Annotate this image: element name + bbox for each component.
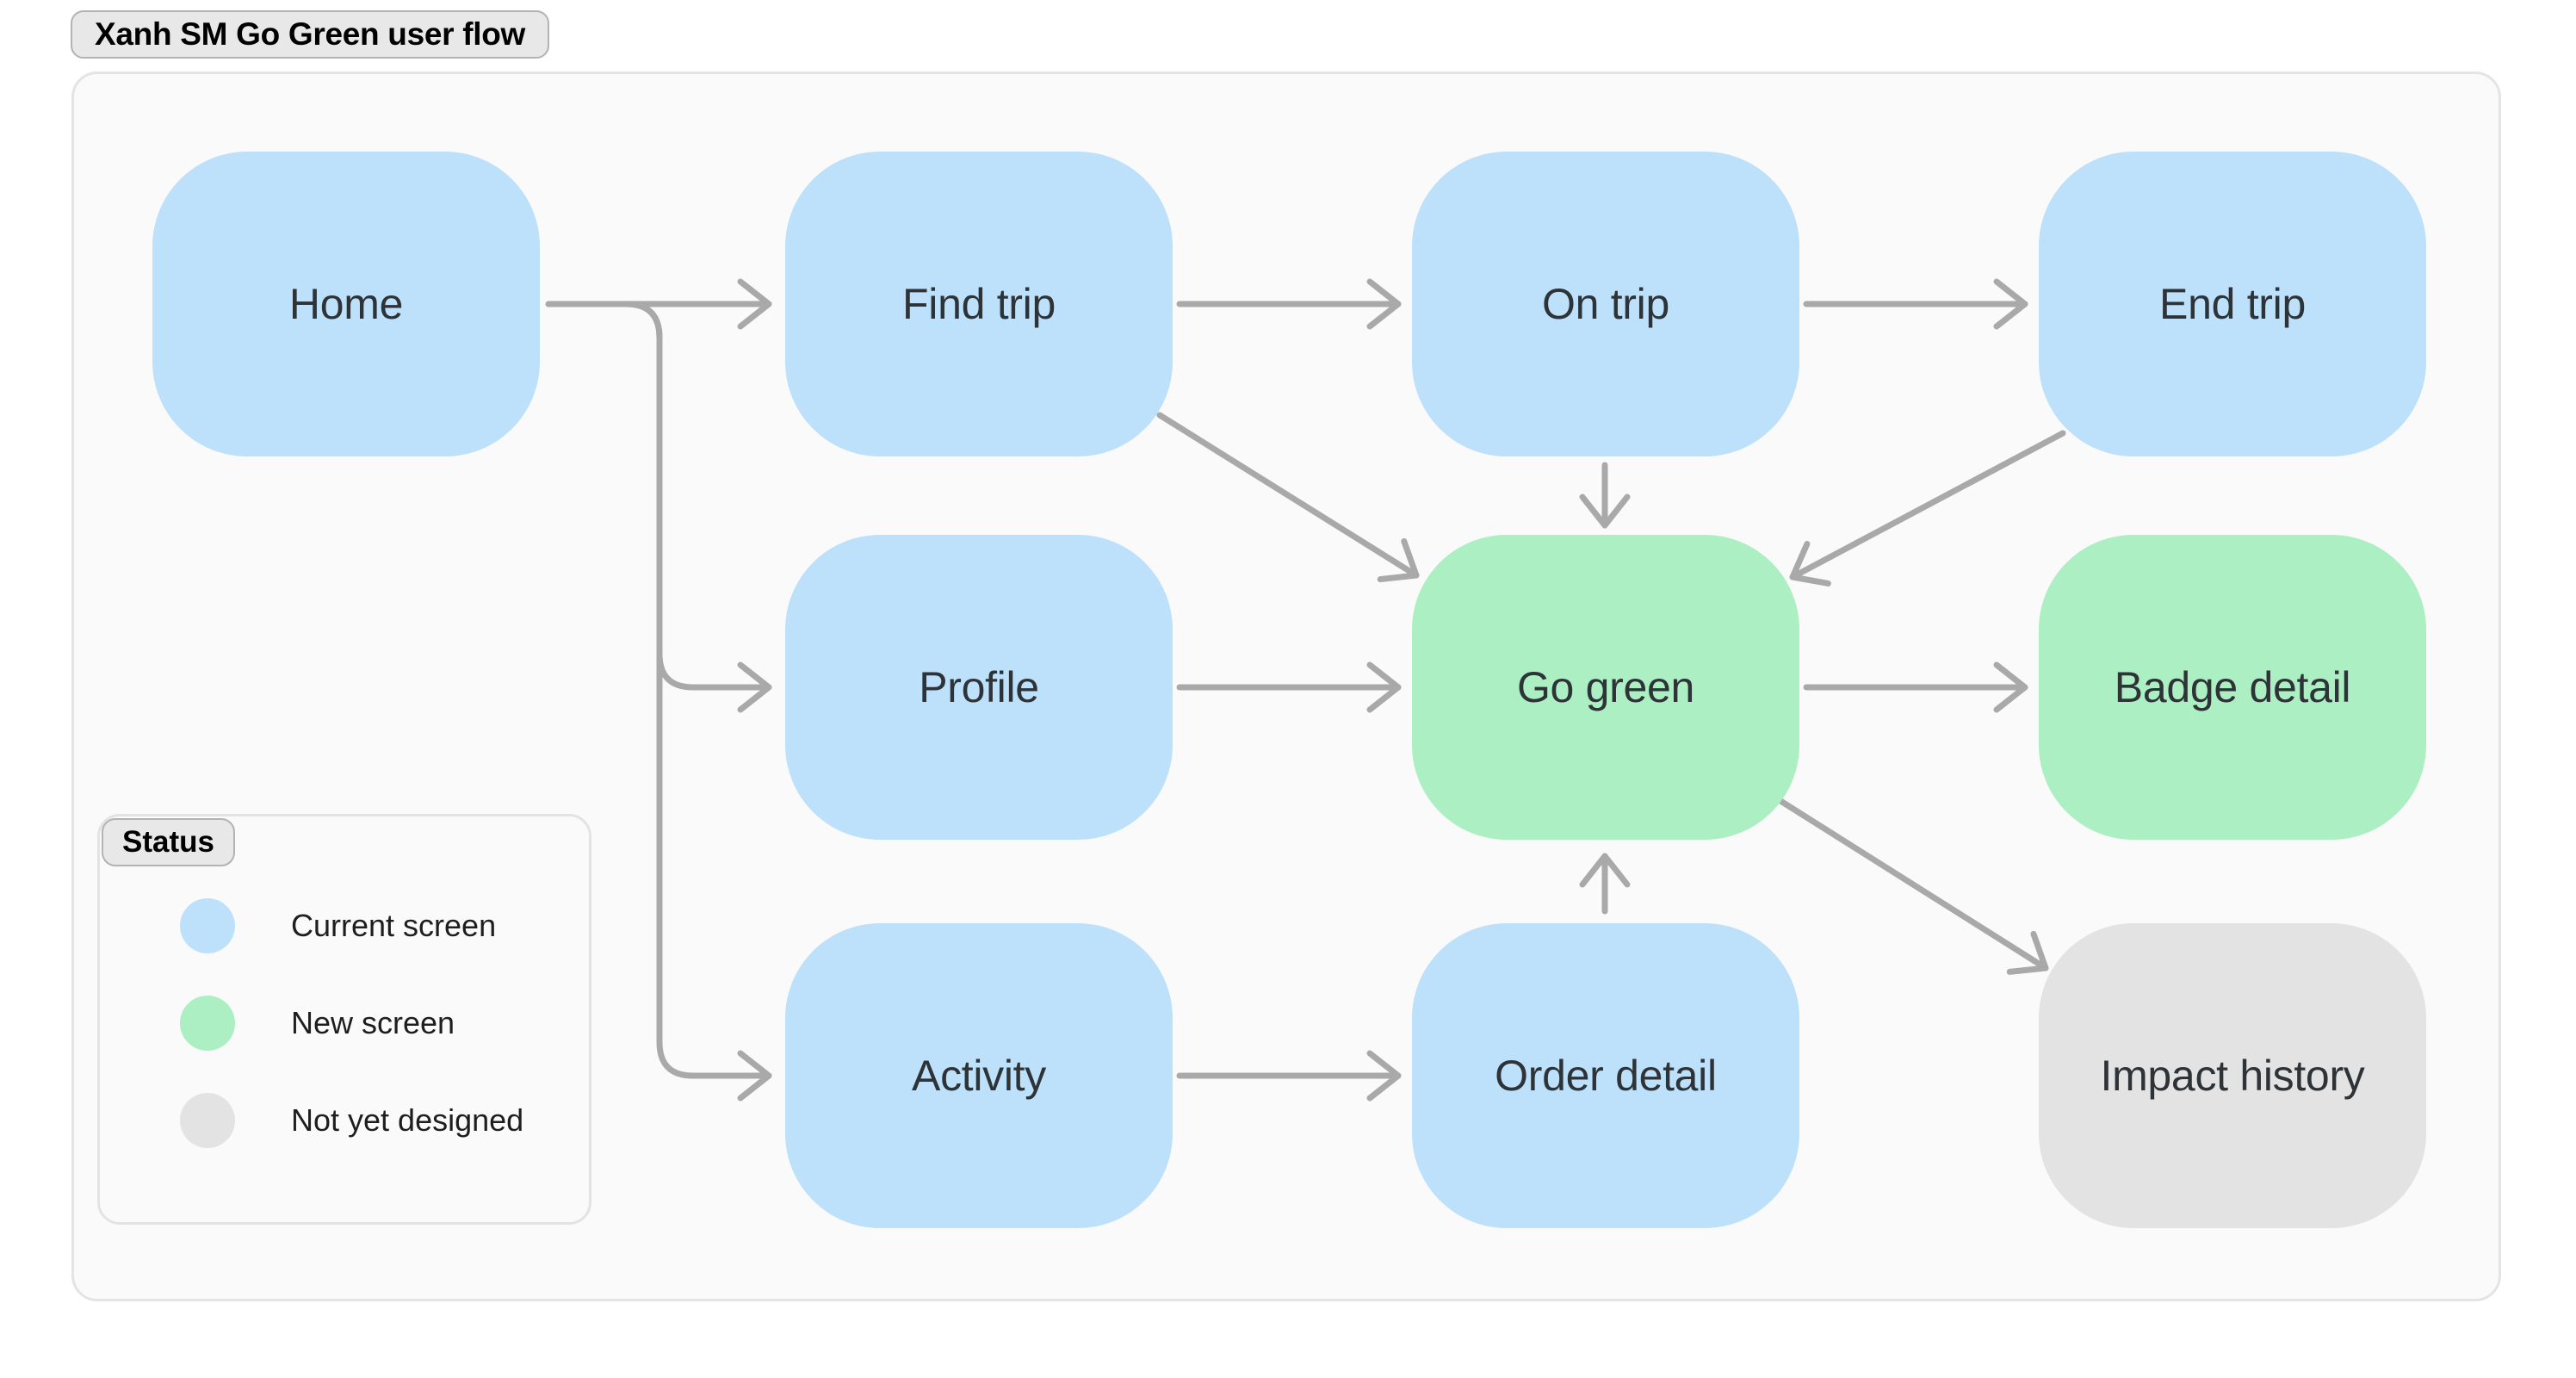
edge-find-trip-to-go-green[interactable] — [1156, 412, 1420, 583]
node-profile[interactable]: Profile — [785, 535, 1173, 840]
legend-item-label: Current screen — [291, 908, 497, 943]
node-activity[interactable]: Activity — [785, 923, 1173, 1228]
legend-title-pill[interactable]: Status — [102, 818, 235, 866]
node-find-trip[interactable]: Find trip — [785, 152, 1173, 456]
node-label: Find trip — [902, 280, 1056, 328]
node-end-trip[interactable]: End trip — [2039, 152, 2426, 456]
legend-swatch-pending — [180, 1093, 235, 1148]
legend-title-label: Status — [122, 825, 214, 859]
node-label: Profile — [919, 663, 1039, 711]
node-label: Go green — [1516, 663, 1695, 711]
legend-item-current[interactable]: Current screen — [100, 898, 594, 953]
node-label: Order detail — [1495, 1052, 1717, 1100]
edge-go-green-to-impact-history[interactable] — [1774, 796, 2049, 975]
node-badge-detail[interactable]: Badge detail — [2039, 535, 2426, 840]
legend-item-new[interactable]: New screen — [100, 996, 594, 1051]
legend-item-pending[interactable]: Not yet designed — [100, 1093, 594, 1148]
node-label: Badge detail — [2114, 663, 2351, 711]
edge-home-to-profile[interactable] — [622, 301, 772, 713]
node-label: Activity — [912, 1052, 1046, 1100]
legend-item-label: New screen — [291, 1005, 455, 1040]
node-on-trip[interactable]: On trip — [1412, 152, 1799, 456]
node-impact-history[interactable]: Impact history — [2039, 923, 2426, 1228]
legend-swatch-current — [180, 898, 235, 953]
node-label: End trip — [2159, 280, 2306, 328]
node-go-green[interactable]: Go green — [1412, 535, 1799, 840]
node-label: Home — [288, 280, 404, 328]
node-label: Impact history — [2100, 1052, 2365, 1100]
edge-end-trip-to-go-green[interactable] — [1789, 430, 2066, 587]
legend-swatch-new — [180, 996, 235, 1051]
node-order-detail[interactable]: Order detail — [1412, 923, 1799, 1228]
section-title-pill[interactable]: Xanh SM Go Green user flow — [71, 10, 550, 59]
section-title-label: Xanh SM Go Green user flow — [95, 16, 526, 52]
node-label: On trip — [1542, 280, 1669, 328]
node-home[interactable]: Home — [152, 152, 540, 456]
edge-home-to-activity[interactable] — [622, 301, 772, 1102]
legend-item-label: Not yet designed — [291, 1102, 524, 1138]
